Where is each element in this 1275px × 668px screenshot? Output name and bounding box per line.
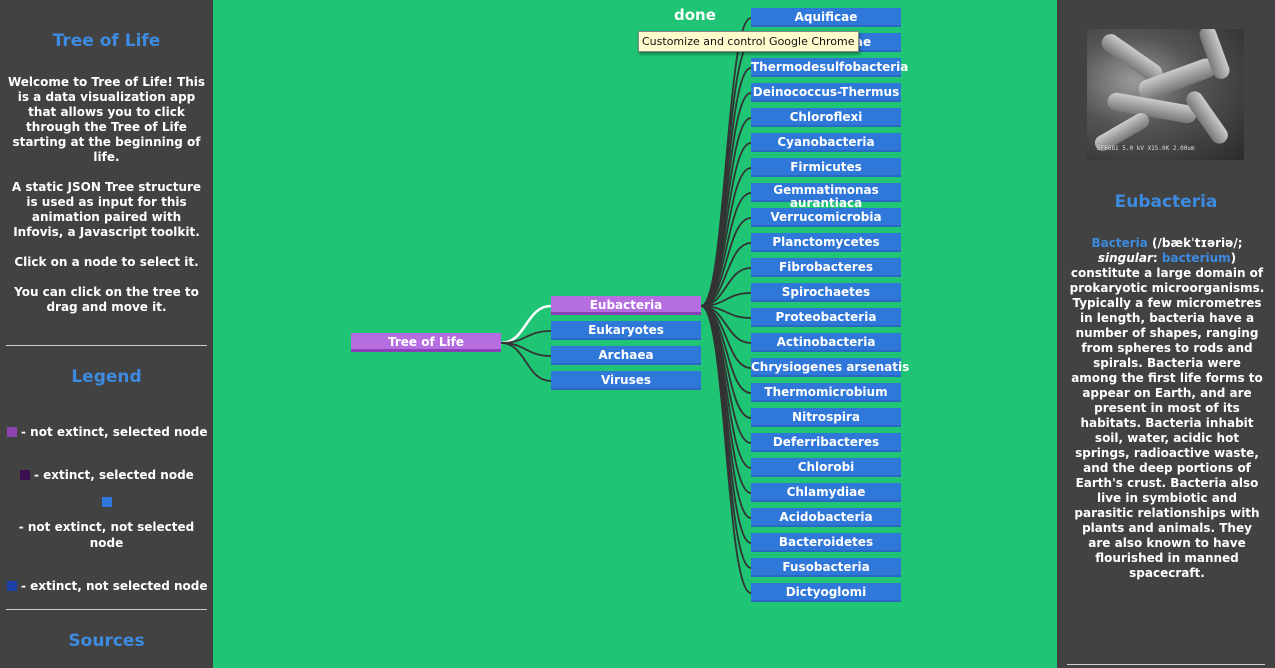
- app-title: Tree of Life: [52, 31, 161, 51]
- tree-node-planctomycetes[interactable]: Planctomycetes: [751, 233, 901, 252]
- legend-label: - extinct, selected node: [34, 468, 194, 482]
- legend-label: - not extinct, not selected node: [18, 520, 195, 550]
- legend-item-not-extinct-not-selected: - not extinct, not selected node: [6, 497, 207, 551]
- tree-node-cyanobacteria[interactable]: Cyanobacteria: [751, 133, 901, 152]
- tree-node-eukaryotes[interactable]: Eukaryotes: [551, 321, 701, 340]
- tree-node-thermodesulfobacteria[interactable]: Thermodesulfobacteria: [751, 58, 908, 77]
- tree-node-archaea[interactable]: Archaea: [551, 346, 701, 365]
- legend-label: - not extinct, selected node: [21, 425, 208, 439]
- click-note-text: Click on a node to select it.: [14, 255, 199, 269]
- tree-node-chloroflexi[interactable]: Chloroflexi: [751, 108, 901, 127]
- tree-node-chlamydiae[interactable]: Chlamydiae: [751, 483, 901, 502]
- tree-node-bacteroidetes[interactable]: Bacteroidetes: [751, 533, 901, 552]
- bacterium-link[interactable]: bacterium: [1161, 251, 1231, 265]
- json-note-text: A static JSON Tree structure is used as …: [11, 180, 202, 239]
- swatch-icon: [7, 427, 17, 437]
- bacteria-image: EF6681 5.0 kV X15.0K 2.00um: [1087, 29, 1244, 160]
- detail-sidebar: EF6681 5.0 kV X15.0K 2.00um Eubacteria B…: [1057, 0, 1275, 668]
- tree-node-dictyoglomi[interactable]: Dictyoglomi: [751, 583, 901, 602]
- tree-node-spirochaetes[interactable]: Spirochaetes: [751, 283, 901, 302]
- swatch-icon: [7, 581, 17, 591]
- tree-node-nitrospira[interactable]: Nitrospira: [751, 408, 901, 427]
- divider: [6, 345, 207, 346]
- intro-text: Welcome to Tree of Life! This is a data …: [7, 75, 206, 164]
- legend-item-extinct-not-selected: - extinct, not selected node: [7, 579, 208, 593]
- tree-node-acidobacteria[interactable]: Acidobacteria: [751, 508, 901, 527]
- description-body: constitute a large domain of prokaryotic…: [1069, 266, 1265, 580]
- bacteria-link[interactable]: Bacteria: [1091, 236, 1148, 250]
- tree-edge: [700, 217, 752, 307]
- legend-label: - extinct, not selected node: [21, 579, 208, 593]
- tree-node-chlorobi[interactable]: Chlorobi: [751, 458, 901, 477]
- tree-node-firmicutes[interactable]: Firmicutes: [751, 158, 901, 177]
- status-label: done: [674, 6, 716, 24]
- tree-edge: [700, 305, 752, 394]
- tree-node-fusobacteria[interactable]: Fusobacteria: [751, 558, 901, 577]
- tree-node-verrucomicrobia[interactable]: Verrucomicrobia: [751, 208, 901, 227]
- tree-node-deferribacteres[interactable]: Deferribacteres: [751, 433, 901, 452]
- legend-item-extinct-selected: - extinct, selected node: [20, 468, 194, 482]
- tree-node-gemmatimonas-aurantiaca[interactable]: Gemmatimonas aurantiaca: [751, 183, 901, 210]
- info-sidebar: Tree of Life Welcome to Tree of Life! Th…: [0, 0, 213, 668]
- divider: [6, 609, 207, 610]
- tree-node-fibrobacteres[interactable]: Fibrobacteres: [751, 258, 901, 277]
- tree-edge: [700, 117, 752, 307]
- legend-item-not-extinct-selected: - not extinct, selected node: [7, 425, 208, 439]
- tree-node-actinobacteria[interactable]: Actinobacteria: [751, 333, 901, 352]
- tree-edge: [500, 342, 552, 382]
- tree-node-proteobacteria[interactable]: Proteobacteria: [751, 308, 901, 327]
- tree-node-aquificae[interactable]: Aquificae: [751, 8, 901, 27]
- singular-separator: :: [1152, 251, 1162, 265]
- detail-description: Bacteria (/bækˈtɪəriə/; singular: bacter…: [1069, 236, 1265, 581]
- sources-title: Sources: [68, 631, 145, 651]
- tree-node-viruses[interactable]: Viruses: [551, 371, 701, 390]
- tree-node-eubacteria[interactable]: Eubacteria: [551, 296, 701, 315]
- tree-edge: [700, 305, 752, 494]
- detail-title: Eubacteria: [1114, 192, 1218, 212]
- browser-tooltip: Customize and control Google Chrome: [638, 31, 859, 52]
- swatch-icon: [20, 470, 30, 480]
- divider: [1067, 664, 1265, 665]
- drag-note-text: You can click on the tree to drag and mo…: [14, 285, 199, 314]
- pronunciation-text: (/bækˈtɪəriə/;: [1147, 236, 1243, 250]
- root-node[interactable]: Tree of Life: [351, 333, 501, 352]
- swatch-icon: [101, 497, 112, 507]
- tree-edge: [700, 192, 752, 307]
- tree-node-deinococcus-thermus[interactable]: Deinococcus-Thermus: [751, 83, 901, 102]
- image-caption: EF6681 5.0 kV X15.0K 2.00um: [1097, 145, 1195, 152]
- tree-edge: [700, 305, 752, 594]
- tree-edges: [500, 17, 752, 594]
- legend-title: Legend: [71, 367, 142, 387]
- tree-edge: [700, 42, 752, 307]
- singular-label: singular: [1097, 251, 1153, 265]
- tree-node-thermomicrobium[interactable]: Thermomicrobium: [751, 383, 901, 402]
- tree-node-chrysiogenes-arsenatis[interactable]: Chrysiogenes arsenatis: [751, 358, 909, 377]
- close-paren: ): [1230, 251, 1237, 265]
